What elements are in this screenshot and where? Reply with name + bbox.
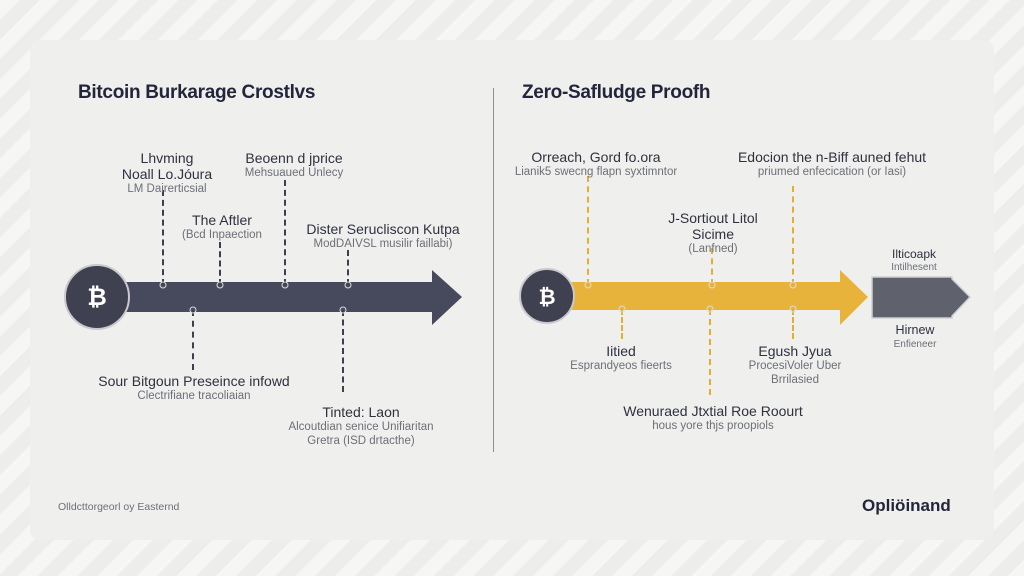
right-bitcoin-icon: ₿ bbox=[538, 285, 555, 309]
left-arrow bbox=[118, 270, 462, 325]
right-bitcoin-circle bbox=[519, 268, 575, 324]
left-bitcoin-icon: ₿ bbox=[87, 283, 107, 311]
milestone-heading: Sour Bitgoun Preseince infowd bbox=[98, 373, 290, 389]
milestone-heading: Ilticoapk bbox=[891, 247, 937, 261]
timeline-node bbox=[708, 281, 716, 289]
milestone-heading: Hirnew bbox=[895, 323, 935, 337]
milestone-subtext: Esprandyeos fieerts bbox=[570, 360, 672, 372]
milestone-subtext: LM Dairerticsial bbox=[127, 183, 207, 195]
connector-line bbox=[711, 248, 713, 285]
milestone-label: Hirnew Enfieneer bbox=[894, 322, 937, 352]
milestone-subtext: (Lanfned) bbox=[688, 243, 738, 255]
milestone-heading: Wenuraed Jtxtial Roe Roourt bbox=[623, 403, 803, 419]
milestone-heading: Iitied bbox=[606, 343, 636, 359]
milestone-subtext: ModDAIVSL musilir faillabi) bbox=[313, 238, 453, 250]
timeline-node bbox=[159, 281, 167, 289]
connector-line bbox=[342, 310, 344, 392]
milestone-heading: Lhvming Noall Lo.Jóura bbox=[121, 150, 213, 182]
footer-credit: Olldcttorgeorl oy Easternd bbox=[58, 501, 180, 513]
milestone-label: Iitied Esprandyeos fieerts bbox=[570, 343, 672, 373]
milestone-subtext: hous yore thjs proopiols bbox=[652, 420, 774, 432]
milestone-heading: Egush Jyua bbox=[758, 343, 832, 359]
milestone-subtext: Enfieneer bbox=[893, 339, 937, 350]
connector-line bbox=[792, 309, 794, 339]
right-arrow bbox=[570, 270, 868, 325]
milestone-label: Sour Bitgoun Preseince infowd Clectrifia… bbox=[98, 373, 289, 403]
milestone-label: Lhvming Noall Lo.Jóura LM Dairerticsial bbox=[122, 150, 212, 196]
connector-line bbox=[192, 310, 194, 370]
milestone-heading: The Aftler bbox=[192, 212, 252, 228]
connector-line bbox=[284, 180, 286, 285]
milestone-label: Beoenn d jprice Mehsuaued Unlecy bbox=[245, 150, 343, 180]
connector-line bbox=[162, 190, 164, 285]
milestone-subtext: Lianik5 swecng flapn syxtimntor bbox=[514, 166, 678, 178]
left-bitcoin-circle bbox=[64, 264, 130, 330]
timeline-node bbox=[706, 305, 714, 313]
connector-line bbox=[219, 242, 221, 285]
milestone-label: Orreach, Gord fo.ora Lianik5 swecng flap… bbox=[515, 149, 677, 179]
timeline-node bbox=[344, 281, 352, 289]
brand-logo: Opliöinand bbox=[862, 496, 951, 515]
milestone-subtext: Clectrifiane tracoliaian bbox=[137, 390, 251, 402]
milestone-subtext: (Bcd Inpaection bbox=[182, 229, 262, 241]
timeline-node bbox=[281, 281, 289, 289]
milestone-heading: Beoenn d jprice bbox=[245, 150, 343, 166]
milestone-subtext: Intilhesent bbox=[891, 262, 937, 273]
milestone-heading: Dister Serucliscon Kutpa bbox=[306, 221, 460, 237]
connector-line bbox=[347, 250, 349, 285]
timeline-node bbox=[189, 306, 197, 314]
milestone-subtext: Alcoutdian senice Unifiaritan Gretra (IS… bbox=[288, 421, 434, 447]
section-divider bbox=[493, 88, 494, 452]
connector-line bbox=[587, 176, 589, 285]
timeline-node bbox=[584, 281, 592, 289]
end-arrow bbox=[871, 276, 972, 319]
milestone-label: Edocion the n-Biff auned fehut priumed e… bbox=[738, 149, 926, 179]
milestone-label: Dister Serucliscon Kutpa ModDAIVSL musil… bbox=[306, 221, 459, 251]
timeline-node bbox=[339, 306, 347, 314]
connector-line bbox=[621, 309, 623, 339]
milestone-subtext: ProcesiVoler Uber Brrilasied bbox=[748, 360, 842, 386]
timeline-node bbox=[216, 281, 224, 289]
milestone-label: J-Sortiout Litol Sicime (Lanfned) bbox=[668, 210, 757, 256]
connector-line bbox=[792, 186, 794, 285]
milestone-heading: Edocion the n-Biff auned fehut bbox=[737, 149, 927, 165]
left-title: Bitcoin Burkarage Crostlvs bbox=[78, 82, 316, 103]
milestone-label: Ilticoapk Intilhesent bbox=[891, 248, 937, 275]
milestone-subtext: Mehsuaued Unlecy bbox=[244, 167, 344, 179]
milestone-label: Wenuraed Jtxtial Roe Roourt hous yore th… bbox=[623, 403, 803, 433]
milestone-label: Egush Jyua ProcesiVoler Uber Brrilasied bbox=[749, 343, 842, 387]
timeline-node bbox=[618, 305, 626, 313]
milestone-heading: Orreach, Gord fo.ora bbox=[531, 149, 661, 165]
timeline-node bbox=[789, 281, 797, 289]
milestone-heading: Tinted: Laon bbox=[322, 404, 400, 420]
right-title: Zero-Safludge Proofh bbox=[522, 82, 711, 103]
milestone-label: Tinted: Laon Alcoutdian senice Unifiarit… bbox=[288, 404, 433, 448]
milestone-heading: J-Sortiout Litol Sicime bbox=[668, 210, 758, 242]
milestone-subtext: priumed enfecication (or Iasi) bbox=[757, 166, 907, 178]
connector-line bbox=[709, 309, 711, 395]
milestone-label: The Aftler (Bcd Inpaection bbox=[182, 212, 262, 242]
timeline-node bbox=[789, 305, 797, 313]
